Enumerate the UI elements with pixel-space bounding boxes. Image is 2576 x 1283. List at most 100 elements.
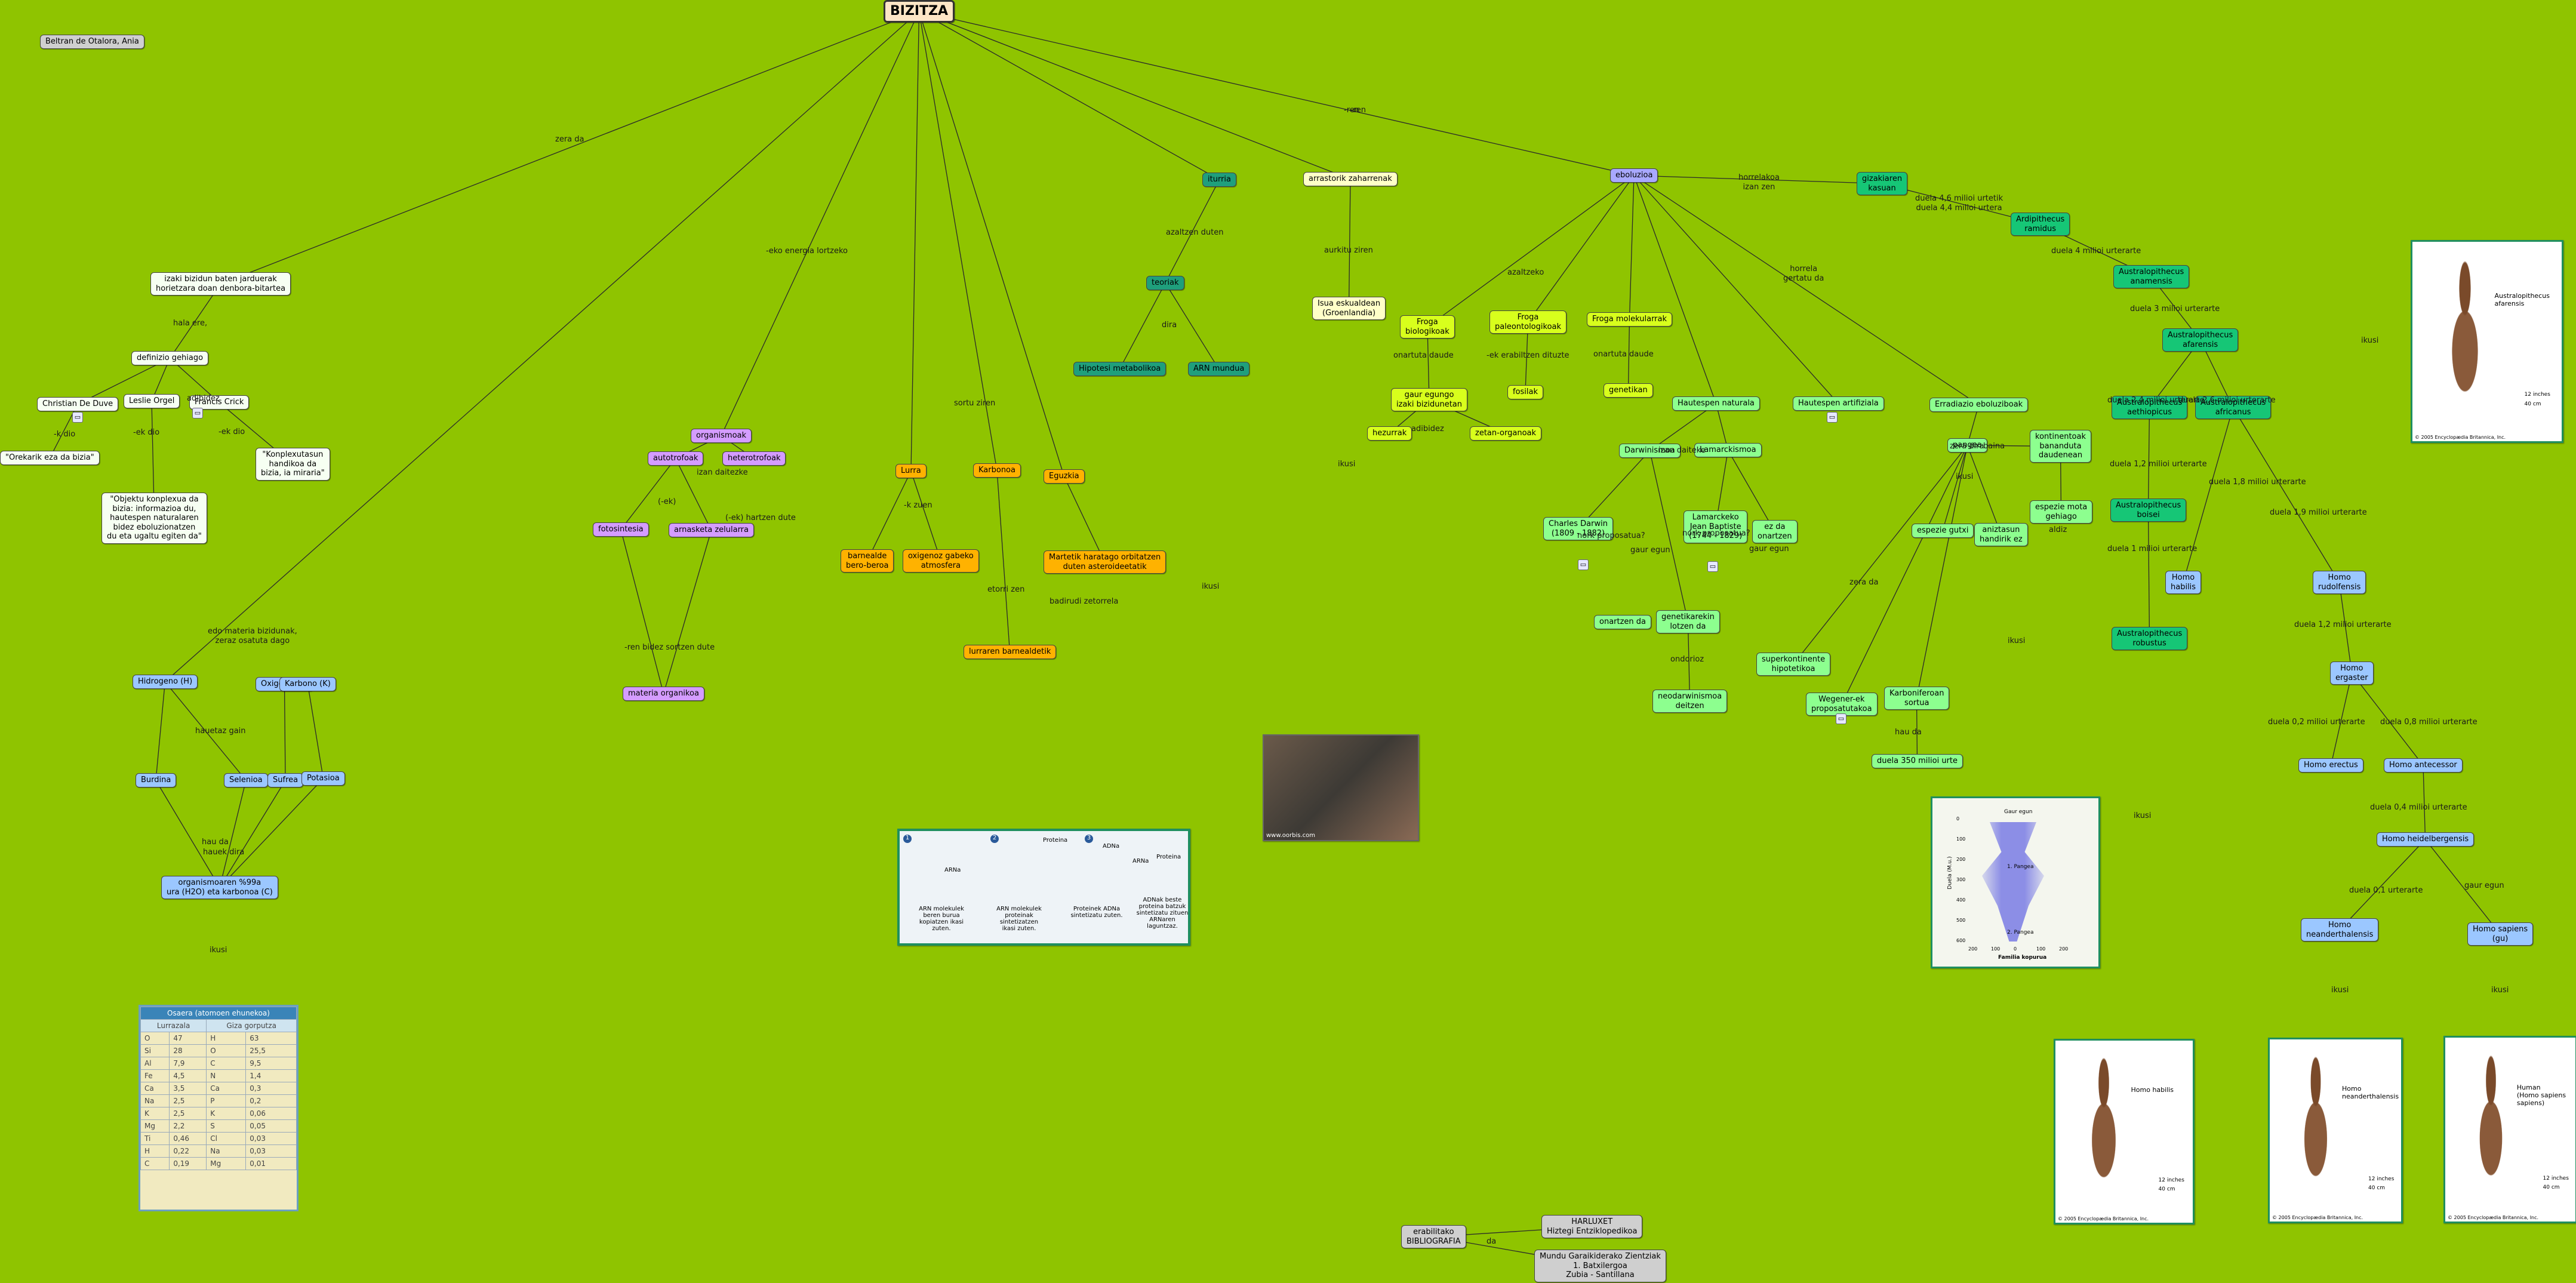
link-icon[interactable]: ▭ — [1836, 713, 1846, 724]
node-duela350[interactable]: duela 350 milioi urte — [1872, 754, 1963, 768]
node-ergas[interactable]: Homo ergaster — [2330, 662, 2374, 685]
node-onartzen[interactable]: onartzen da — [1594, 615, 1651, 629]
link-label-l_zerada2: zera da — [1849, 578, 1878, 587]
node-lurbarn[interactable]: lurraren barnealdetik — [964, 645, 1056, 659]
node-hautnat[interactable]: Hautespen naturala — [1672, 396, 1760, 411]
node-hezur[interactable]: hezurrak — [1367, 426, 1412, 441]
node-fosil[interactable]: fosilak — [1507, 385, 1543, 399]
node-orgel[interactable]: Leslie Orgel — [124, 394, 180, 408]
node-auto[interactable]: autotrofoak — [648, 451, 703, 466]
link-label-l_hauekgain: hauetaz gain — [195, 727, 246, 736]
node-karbo2[interactable]: Karbonoa — [973, 463, 1021, 478]
node-anam[interactable]: Australopithecus anamensis — [2113, 265, 2189, 288]
node-teoria[interactable]: teoriak — [1146, 276, 1184, 290]
node-iturria[interactable]: iturria — [1202, 173, 1236, 187]
node-antec[interactable]: Homo antecessor — [2384, 758, 2463, 773]
node-aniztas[interactable]: aniztasun handirik ez — [1974, 523, 2028, 546]
node-q2[interactable]: "Objektu konplexua da bizia: informazioa… — [101, 493, 207, 544]
table-cell: 2,5 — [170, 1095, 207, 1107]
node-heidel[interactable]: Homo heidelbergensis — [2377, 832, 2474, 847]
node-arnas[interactable]: arnasketa zelularra — [669, 523, 754, 537]
node-def[interactable]: izaki bizidun baten jarduerak horietzara… — [150, 272, 291, 296]
node-hipmet[interactable]: Hipotesi metabolikoa — [1073, 362, 1166, 376]
link-label-l_onartuta2: onartuta daude — [1593, 350, 1654, 359]
table-cell: 4,5 — [170, 1070, 207, 1082]
node-boisei[interactable]: Australopithecus boisei — [2110, 499, 2186, 522]
node-robus[interactable]: Australopithecus robustus — [2112, 627, 2187, 650]
link-icon[interactable]: ▭ — [72, 412, 83, 423]
node-giz[interactable]: gizakiaren kasuan — [1857, 172, 1907, 195]
node-foto[interactable]: fotosintesia — [593, 522, 649, 537]
node-arn[interactable]: ARN mundua — [1188, 362, 1249, 376]
link-label-l_ek: (-ek) — [658, 497, 676, 507]
node-sufre[interactable]: Sufrea — [267, 773, 303, 787]
node-hautart[interactable]: Hautespen artifiziala — [1793, 396, 1884, 411]
node-oxig[interactable]: oxigenoz gabeko atmosfera — [903, 549, 979, 573]
table-cell: 0,03 — [246, 1133, 297, 1145]
node-karbonif[interactable]: Karboniferoan sortua — [1884, 687, 1949, 710]
node-erect[interactable]: Homo erectus — [2298, 758, 2363, 773]
node-afar[interactable]: Australopithecus afarensis — [2162, 328, 2238, 352]
node-zetan[interactable]: zetan-organoak — [1470, 426, 1541, 441]
node-genet[interactable]: genetikan — [1604, 383, 1653, 398]
node-mundu[interactable]: Mundu Garaikiderako Zientziak 1. Batxile… — [1534, 1250, 1666, 1282]
link-icon[interactable]: ▭ — [1707, 561, 1718, 572]
node-q3[interactable]: "Konplexutasun handikoa da bizia, ia mir… — [256, 448, 330, 481]
node-habil[interactable]: Homo habilis — [2165, 571, 2201, 594]
node-author[interactable]: Beltran de Otalora, Ania — [40, 35, 144, 49]
scale-sapiens-in: 12 inches — [2543, 1176, 2569, 1182]
node-gaur[interactable]: gaur egungo izaki bizidunetan — [1391, 388, 1467, 411]
arn-tag-3: ARNa — [1132, 858, 1149, 864]
node-espmota[interactable]: espezie mota gehiago — [2030, 500, 2092, 524]
node-biblio[interactable]: erabilitako BIBLIOGRAFIA — [1401, 1225, 1466, 1248]
node-froga2[interactable]: Froga paleontologikoak — [1489, 310, 1566, 334]
node-errad[interactable]: Erradiazio eboluziboak — [1929, 398, 2028, 412]
node-rudolf[interactable]: Homo rudolfensis — [2313, 571, 2366, 594]
node-lurra[interactable]: Lurra — [895, 464, 927, 478]
link-icon[interactable]: ▭ — [1578, 559, 1589, 570]
node-orgmol[interactable]: organismoaren %99a ura (H2O) eta karbono… — [161, 876, 278, 899]
node-neodar[interactable]: neodarwinismoa deitzen — [1652, 690, 1727, 713]
node-hetero[interactable]: heterotrofoak — [722, 451, 786, 466]
node-burd[interactable]: Burdina — [136, 773, 176, 787]
fossil-rock-photo[interactable]: www.oorbis.com — [1263, 734, 1419, 841]
node-q1[interactable]: "Orekarik eza da bizia" — [0, 451, 100, 465]
node-defg[interactable]: definizio gehiago — [131, 351, 208, 365]
link-icon[interactable]: ▭ — [192, 408, 203, 419]
node-hidro[interactable]: Hidrogeno (H) — [133, 675, 198, 689]
node-ardi[interactable]: Ardipithecus ramidus — [2011, 213, 2070, 236]
node-neand[interactable]: Homo neanderthalensis — [2301, 918, 2378, 942]
node-harluxet[interactable]: HARLUXET Hiztegi Entziklopedikoa — [1541, 1215, 1642, 1238]
node-organ[interactable]: organismoak — [691, 429, 752, 443]
node-pota[interactable]: Potasioa — [301, 771, 345, 786]
node-sele[interactable]: Selenioa — [224, 773, 268, 787]
node-matorg[interactable]: materia organikoa — [623, 687, 704, 701]
arn-caption-0: ARN molekulek beren burua kopiatzen ikas… — [912, 906, 971, 932]
node-kontin[interactable]: kontinentoak bananduta daudenean — [2030, 430, 2091, 463]
node-wegener[interactable]: Wegener-ek proposatutakoa — [1806, 693, 1878, 716]
node-eguz[interactable]: Eguzkia — [1044, 469, 1085, 484]
node-superk[interactable]: superkontinente hipotetikoa — [1756, 653, 1830, 676]
node-marte[interactable]: Martetik haratago orbitatzen duten aster… — [1044, 550, 1166, 574]
node-ezda[interactable]: ez da onartzen — [1752, 520, 1798, 543]
link-icon[interactable]: ▭ — [1827, 412, 1838, 423]
node-karb[interactable]: Karbono (K) — [279, 677, 336, 691]
node-ebol[interactable]: eboluzioa — [1610, 168, 1658, 183]
node-arrast[interactable]: arrastorik zaharrenak — [1303, 172, 1398, 186]
node-duve[interactable]: Christian De Duve — [37, 397, 118, 411]
link-label-l_ekenergia: -eko energia lortzeko — [766, 247, 848, 256]
node-espgutxi[interactable]: espezie gutxi — [1912, 524, 1974, 538]
node-sapiens[interactable]: Homo sapiens (gu) — [2467, 922, 2533, 946]
node-title[interactable]: BIZITZA — [884, 0, 955, 23]
node-genetik2[interactable]: genetikarekin lotzen da — [1656, 610, 1720, 633]
node-isua[interactable]: Isua eskualdean (Groenlandia) — [1312, 297, 1386, 320]
node-froga1[interactable]: Froga biologikoak — [1400, 315, 1455, 339]
node-froga3[interactable]: Froga molekularrak — [1587, 312, 1672, 327]
node-barn[interactable]: barnealde bero-beroa — [841, 549, 894, 573]
